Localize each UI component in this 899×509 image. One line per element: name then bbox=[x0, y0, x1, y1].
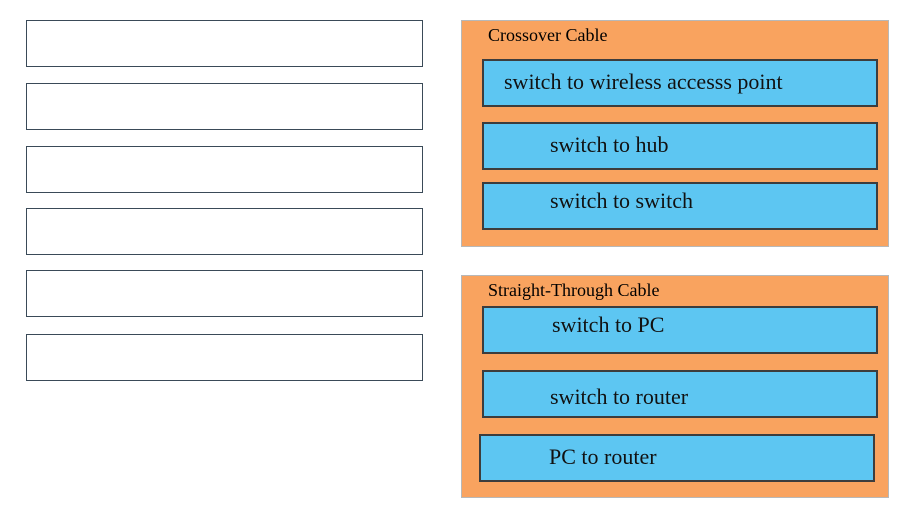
item-label: switch to PC bbox=[552, 312, 665, 337]
item-label: switch to router bbox=[550, 384, 689, 409]
straight-through-cable-panel: Straight-Through Cable switch to PC swit… bbox=[461, 275, 889, 498]
draggable-item-switch-to-wireless-access-point[interactable]: switch to wireless accesss point bbox=[482, 59, 878, 107]
answer-slot-3[interactable] bbox=[26, 146, 423, 193]
draggable-item-pc-to-router[interactable]: PC to router bbox=[479, 434, 875, 482]
item-label: switch to switch bbox=[550, 188, 693, 213]
item-label: switch to hub bbox=[550, 132, 669, 157]
answer-slot-5[interactable] bbox=[26, 270, 423, 317]
draggable-item-switch-to-hub[interactable]: switch to hub bbox=[482, 122, 878, 170]
draggable-item-switch-to-switch[interactable]: switch to switch bbox=[482, 182, 878, 230]
crossover-cable-panel: Crossover Cable switch to wireless acces… bbox=[461, 20, 889, 247]
draggable-item-switch-to-router[interactable]: switch to router bbox=[482, 370, 878, 418]
answer-slot-1[interactable] bbox=[26, 20, 423, 67]
item-label: switch to wireless accesss point bbox=[504, 69, 783, 94]
answer-slot-6[interactable] bbox=[26, 334, 423, 381]
answer-slot-2[interactable] bbox=[26, 83, 423, 130]
answer-slot-4[interactable] bbox=[26, 208, 423, 255]
draggable-item-switch-to-pc[interactable]: switch to PC bbox=[482, 306, 878, 354]
crossover-cable-title: Crossover Cable bbox=[488, 25, 608, 45]
straight-through-cable-title: Straight-Through Cable bbox=[488, 280, 660, 300]
item-label: PC to router bbox=[549, 444, 657, 469]
